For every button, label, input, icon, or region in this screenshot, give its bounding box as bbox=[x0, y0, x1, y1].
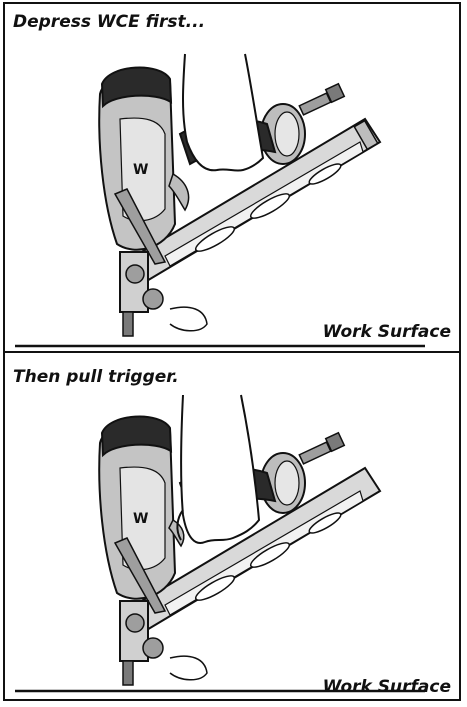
magazine bbox=[128, 466, 382, 633]
svg-text:W: W bbox=[133, 162, 148, 178]
index-finger bbox=[176, 509, 184, 541]
tool-body: W bbox=[98, 415, 177, 614]
wce-nosepiece bbox=[119, 251, 208, 337]
hand-outline bbox=[182, 53, 265, 172]
hand-outline bbox=[180, 394, 261, 544]
trigger bbox=[168, 172, 190, 212]
magazine bbox=[128, 117, 382, 284]
nailer-trigger-pulled-illustration: W bbox=[15, 394, 425, 693]
tool-body: W bbox=[98, 66, 177, 265]
work-surface-label: Work Surface bbox=[322, 322, 451, 342]
step-one-caption: Depress WCE first... bbox=[13, 12, 206, 32]
instruction-panel: Depress WCE first... W bbox=[3, 2, 461, 701]
wce-nosepiece bbox=[119, 600, 208, 686]
work-surface-label: Work Surface bbox=[322, 677, 451, 697]
svg-text:W: W bbox=[133, 511, 148, 527]
step-divider bbox=[5, 351, 459, 353]
nailer-wce-depressed-illustration: W bbox=[15, 53, 425, 348]
step-two-caption: Then pull trigger. bbox=[13, 367, 179, 387]
